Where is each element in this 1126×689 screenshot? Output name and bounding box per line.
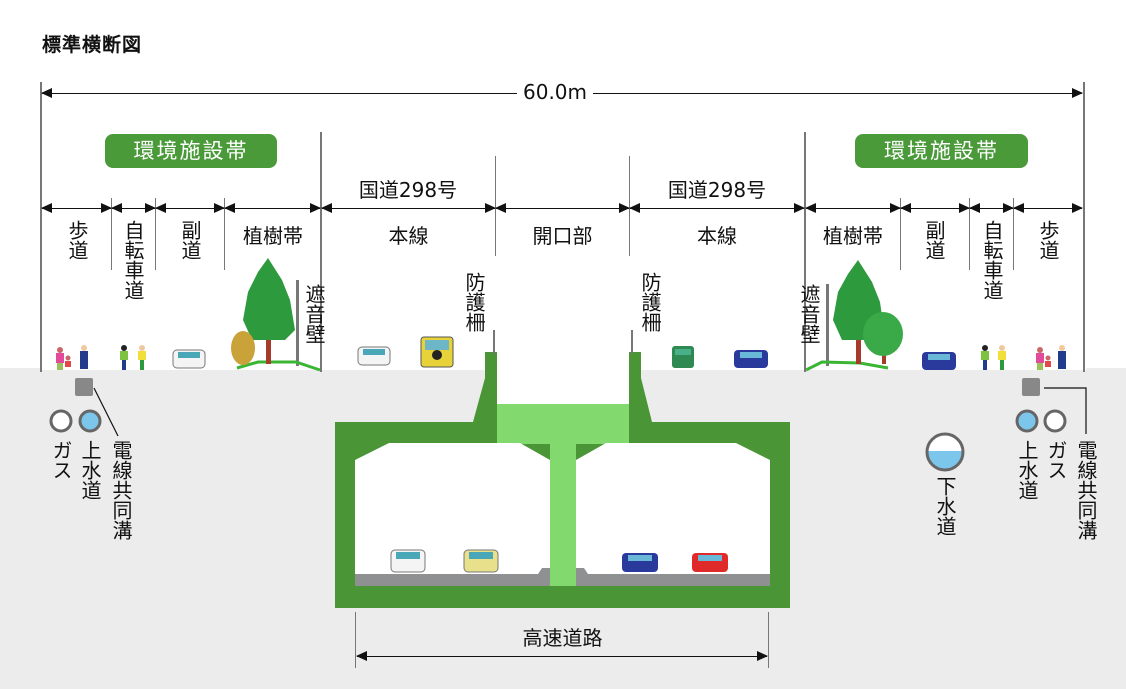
section-planting-right: 植樹帯	[823, 224, 883, 248]
pedestrian-icon	[1036, 345, 1066, 370]
center-wall	[550, 440, 576, 586]
page-title: 標準横断図	[42, 34, 143, 56]
car-icon	[622, 553, 658, 572]
car-icon	[672, 346, 694, 368]
section-sidewalk-left: 歩道	[65, 220, 89, 260]
environment-zone-badge-right: 環境施設帯	[855, 134, 1028, 168]
national-road-label-left: 国道298号	[358, 178, 458, 202]
expressway-label: 高速道路	[522, 626, 603, 650]
tree-icon	[863, 312, 903, 356]
jeep-icon	[420, 336, 454, 368]
noise-barrier-label-right: 遮音壁	[797, 284, 821, 344]
environment-zone-badge-left: 環境施設帯	[105, 134, 277, 168]
dim-arrow	[1013, 203, 1083, 213]
cyclist-icon	[120, 345, 146, 370]
dim-arrow	[41, 203, 112, 213]
section-opening: 開口部	[532, 224, 593, 248]
car-icon	[463, 549, 499, 573]
planting-mound-right	[805, 360, 889, 372]
section-side-road-right: 副道	[922, 220, 946, 260]
dim-arrow	[805, 203, 901, 213]
water-pipe-icon	[1015, 409, 1039, 433]
noise-barrier-left	[296, 280, 299, 366]
sewer-label: 下水道	[933, 476, 957, 536]
boundary-line-left	[40, 82, 42, 372]
guard-fence-left	[493, 330, 495, 354]
divider-line	[111, 198, 112, 270]
tree-icon	[243, 258, 295, 340]
left-surface	[40, 362, 490, 370]
dim-arrow	[111, 203, 156, 213]
overall-width-label: 60.0m	[517, 80, 594, 104]
divider-line	[224, 198, 225, 270]
car-icon	[734, 350, 768, 368]
divider-line	[969, 198, 970, 270]
car-icon	[390, 549, 426, 573]
water-label-left: 上水道	[78, 440, 102, 500]
cable-label-right: 電線共同溝	[1074, 440, 1098, 540]
dim-arrow	[629, 203, 805, 213]
expressway-boundary-left	[355, 612, 356, 668]
water-label-right: 上水道	[1015, 440, 1039, 500]
planting-mound-left	[236, 360, 321, 372]
car-icon	[692, 553, 728, 572]
water-pipe-icon	[78, 409, 102, 433]
expressway-boundary-right	[768, 612, 769, 668]
car-icon	[922, 352, 956, 370]
divider-line	[155, 198, 156, 270]
shrub-icon	[231, 331, 255, 365]
boundary-line-right	[1083, 82, 1085, 372]
national-road-label-right: 国道298号	[667, 178, 767, 202]
dim-arrow	[155, 203, 225, 213]
section-side-road-left: 副道	[178, 220, 202, 260]
dim-arrow	[900, 203, 970, 213]
opening-void	[497, 360, 629, 406]
dim-arrow	[321, 203, 496, 213]
gas-pipe-icon	[1043, 409, 1067, 433]
car-icon	[357, 346, 391, 366]
leader-line	[1044, 387, 1087, 434]
section-mainline-left: 本線	[388, 224, 429, 248]
cable-duct-icon	[75, 378, 93, 396]
dim-arrow	[495, 203, 630, 213]
divider-line	[320, 132, 322, 372]
divider-line	[900, 198, 901, 270]
guard-fence-right	[631, 330, 633, 354]
road-bed-right	[576, 574, 770, 586]
gas-label-left: ガス	[49, 440, 73, 480]
cable-label-left: 電線共同溝	[109, 440, 133, 540]
expressway-dimension-arrow	[356, 651, 768, 661]
section-planting-left: 植樹帯	[243, 224, 303, 248]
section-mainline-right: 本線	[697, 224, 737, 248]
pedestrian-icon	[56, 345, 88, 370]
tunnel-cell-right	[576, 443, 770, 586]
cyclist-icon	[981, 345, 1006, 370]
car-icon	[172, 349, 206, 369]
right-surface	[636, 362, 1086, 370]
guard-fence-label-left: 防護柵	[462, 272, 486, 332]
noise-barrier-label-left: 遮音壁	[302, 284, 326, 344]
leader-line	[93, 387, 119, 437]
guard-fence-label-right: 防護柵	[638, 272, 662, 332]
dim-arrow	[969, 203, 1014, 213]
section-bikeway-left: 自転車道	[121, 220, 145, 300]
gas-pipe-icon	[49, 409, 73, 433]
road-bed-left	[355, 574, 550, 586]
noise-barrier-right	[826, 284, 829, 366]
tunnel-cell-left	[355, 443, 550, 586]
section-bikeway-right: 自転車道	[980, 220, 1004, 300]
dim-arrow	[224, 203, 321, 213]
section-sidewalk-right: 歩道	[1036, 220, 1060, 260]
opening-light	[497, 404, 629, 444]
gas-label-right: ガス	[1044, 440, 1068, 480]
divider-line	[1013, 198, 1014, 270]
divider-line	[804, 132, 806, 372]
cable-duct-icon	[1022, 378, 1040, 396]
